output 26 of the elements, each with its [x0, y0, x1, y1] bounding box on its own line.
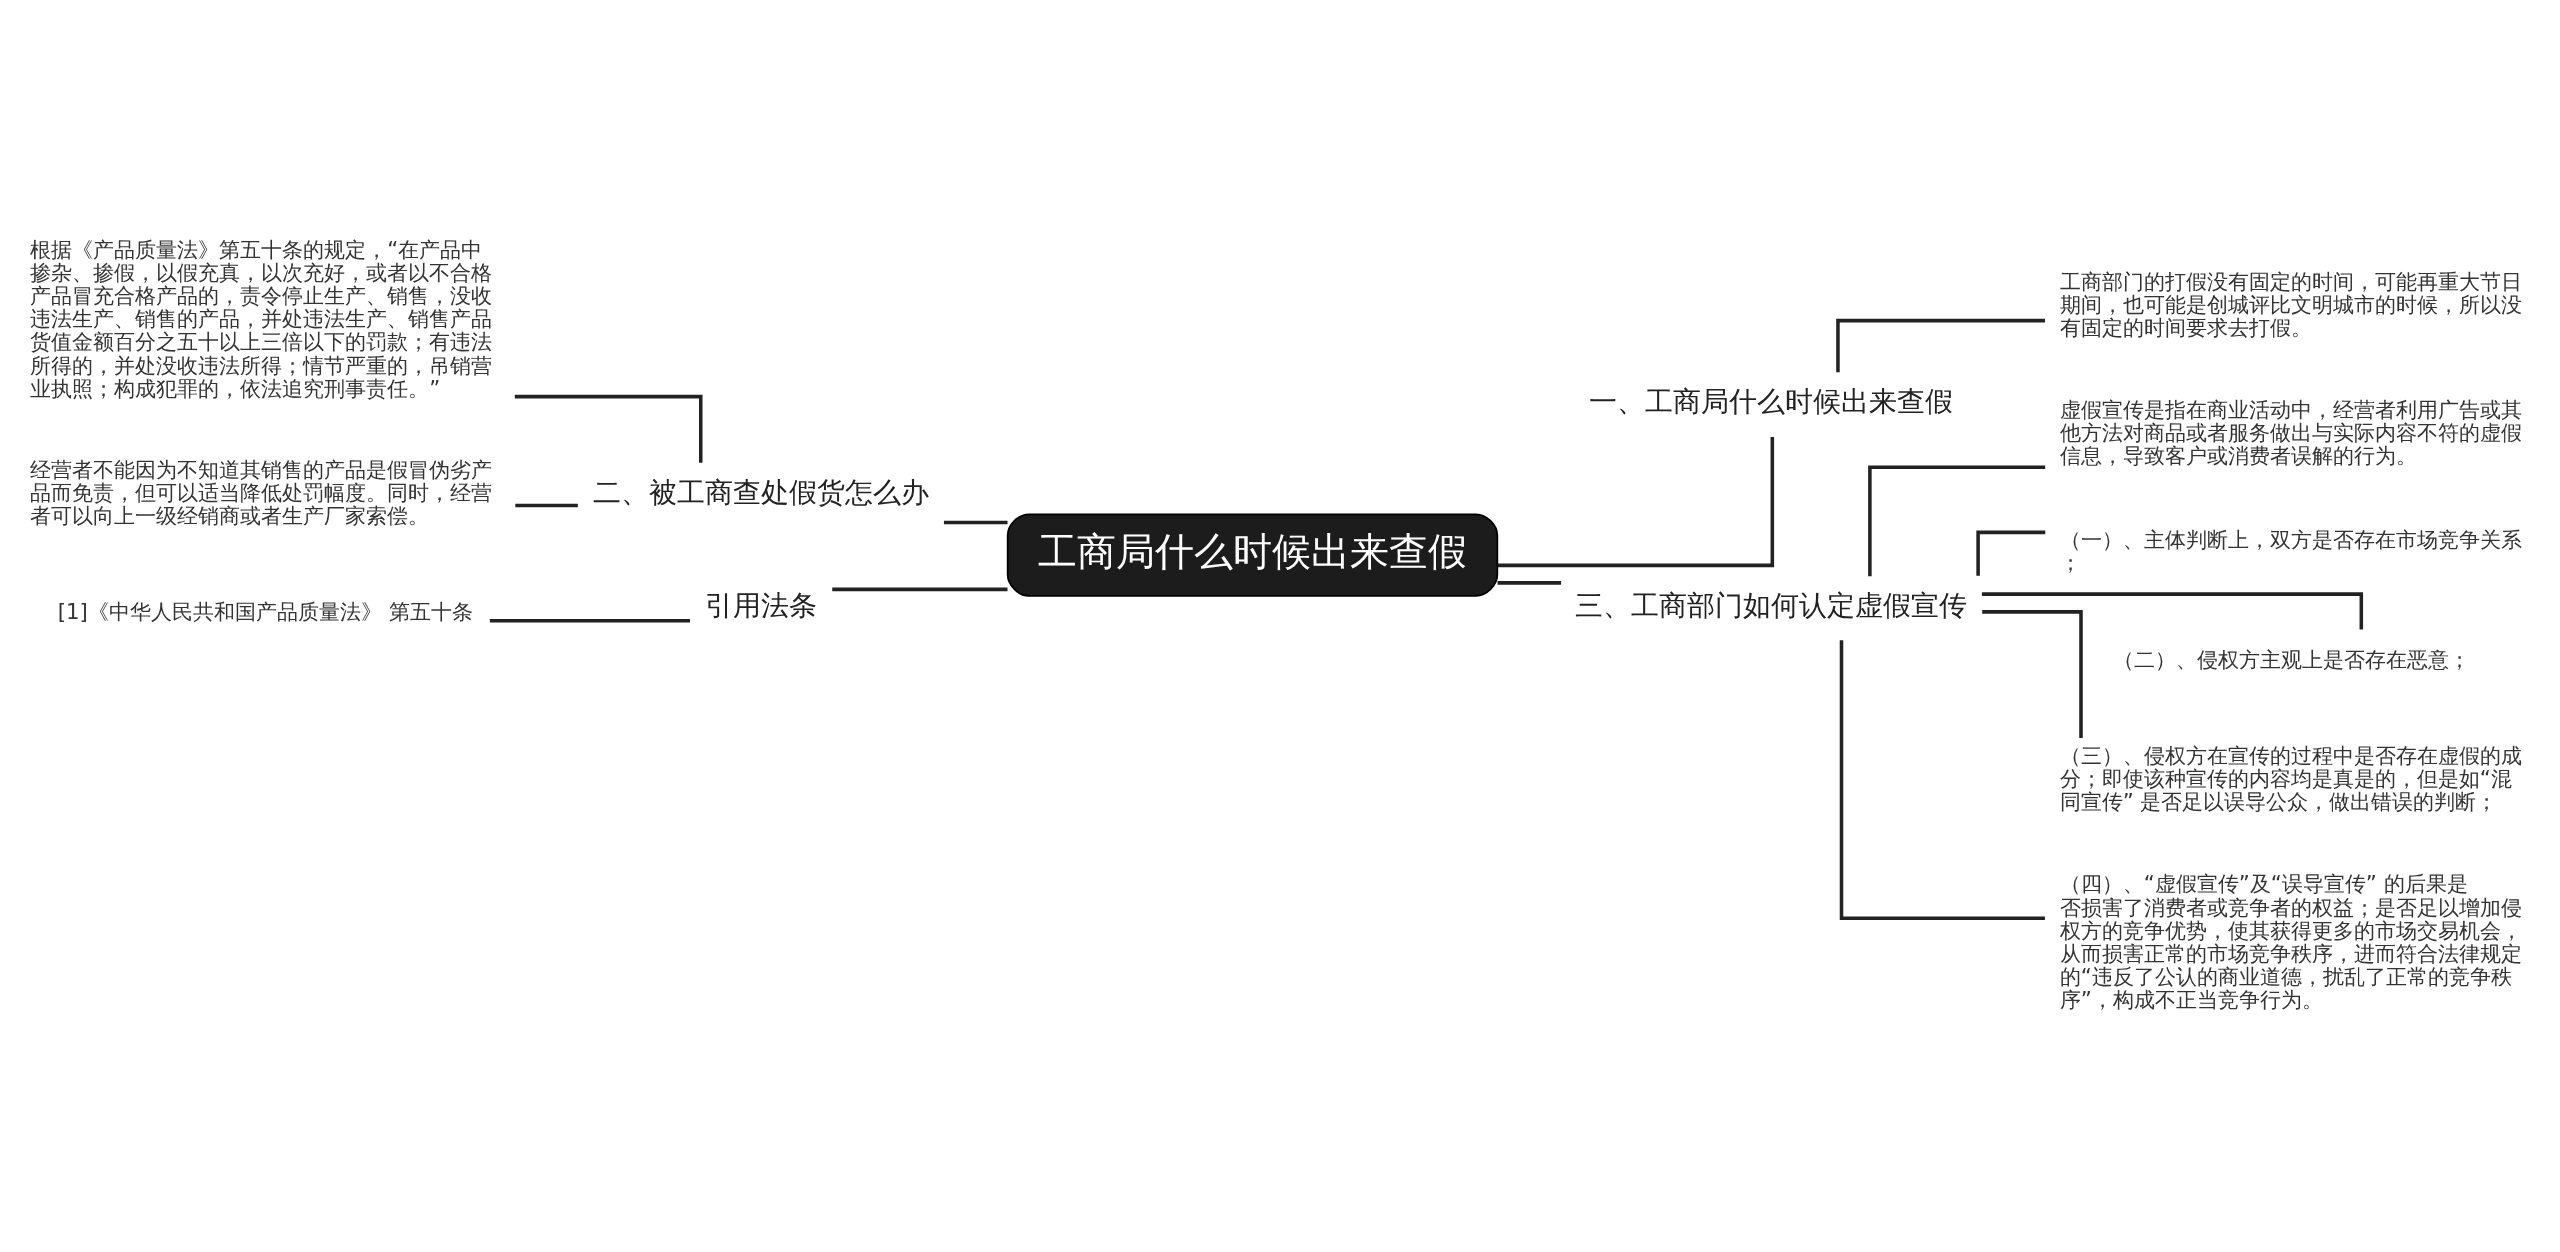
- node-box: 工商局什么时候出来查假: [1006, 512, 1499, 597]
- node-text: 根据《产品质量法》第五十条的规定，“在产品中掺杂、掺假，以假充真，以次充好，或者以不合格产品冒充合格产品的，责令停止生产、销售，没收违法生产、销售的产品，并处违法生产、销售产品货值金额百分之五十以上三倍以下的罚款；有违法所得的，并处没收违法所得；情节严重的，吊销营业执照；构成犯罪的，依法追究刑事责任。”: [30, 236, 493, 401]
- connector: [832, 587, 1008, 591]
- node-text: 一、工商局什么时候出来查假: [1589, 384, 1954, 418]
- node-text: （四）、“虚假宣传”及“误导宣传” 的后果是否损害了消费者或竞争者的权益；是否足以增加侵权方的竞争优势，使其获得更多的市场交易机会，从而损害正常的市场竞争秩序，进而符合法律规定的“违反了公认的商业道德，扰乱了正常的竞争秩序”，构成不正当竞争行为。: [2059, 870, 2522, 1012]
- connector: [1868, 465, 2046, 576]
- connector: [514, 394, 703, 463]
- node-text: （三）、侵权方在宣传的过程中是否存在虚假的成分；即使该种宣传的内容均是真是的，但是如“混同宣传” 是否足以误导公众，做出错误的判断；: [2059, 742, 2522, 814]
- node-text: 经营者不能因为不知道其销售的产品是假冒伪劣产品而免责，但可以适当降低处罚幅度。同时，经营者可以向上一级经销商或者生产厂家索偿。: [30, 456, 493, 528]
- connector: [1976, 530, 2046, 576]
- node-text: 三、工商部门如何认定虚假宣传: [1575, 588, 1968, 622]
- connector: [1836, 318, 2045, 372]
- connector: [1982, 609, 2083, 738]
- connector: [1839, 639, 2045, 920]
- node-text: 二、被工商查处假货怎么办: [593, 475, 930, 509]
- node-text: 虚假宣传是指在商业活动中，经营者利用广告或其他方法对商品或者服务做出与实际内容不符的虚假信息，导致客户或消费者误解的行为。: [2059, 396, 2522, 468]
- node-text: （二）、侵权方主观上是否存在恶意；: [2112, 646, 2470, 672]
- node-text: （一）、主体判断上，双方是否存在市场竞争关系；: [2059, 526, 2522, 575]
- node-text: 工商部门的打假没有固定的时间，可能再重大节日期间，也可能是创城评比文明城市的时候，所以没有固定的时间要求去打假。: [2059, 268, 2522, 340]
- connector: [1497, 580, 1562, 585]
- connector: [489, 618, 691, 622]
- connector: [943, 520, 1008, 524]
- node-text: [1]《中华人民共和国产品质量法》 第五十条: [57, 598, 473, 624]
- connector: [1497, 436, 1775, 567]
- node-text: 引用法条: [705, 588, 818, 622]
- connector: [515, 503, 578, 507]
